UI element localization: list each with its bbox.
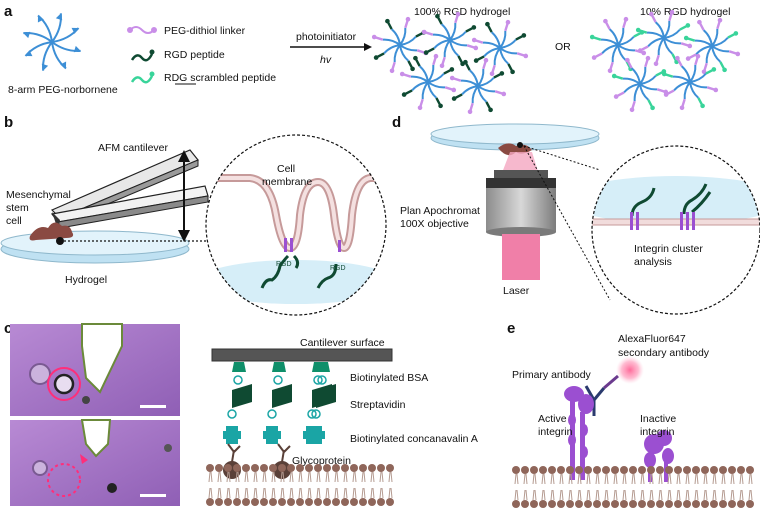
active-integrin-icon bbox=[564, 386, 594, 480]
lipid-bilayer-c bbox=[206, 464, 394, 506]
panel-e: AlexaFluor647 secondary antibody Primary… bbox=[512, 333, 754, 508]
panel-label-c: c bbox=[4, 320, 12, 337]
laser-beam bbox=[502, 234, 540, 280]
integrin-cluster-circle bbox=[591, 145, 760, 315]
objective-label-1: Plan Apochromat bbox=[400, 205, 480, 217]
motion-arrow-down bbox=[178, 230, 190, 242]
streptavidin-label: Streptavidin bbox=[350, 399, 406, 411]
primary-antibody-label: Primary antibody bbox=[512, 369, 592, 381]
inactive-label-2: integrin bbox=[640, 426, 675, 438]
panel-d: Plan Apochromat 100X objective Laser Int… bbox=[400, 123, 760, 315]
fluorophore-glow-icon bbox=[616, 356, 644, 384]
zoom-line-d2 bbox=[523, 145, 611, 301]
rgd-legend-label: RGD peptide bbox=[164, 49, 225, 61]
rgd-legend-icon bbox=[130, 49, 155, 62]
hydrogel-100-title: 100% RGD hydrogel bbox=[414, 6, 510, 18]
panel-c: Cantilever surface Biotinylated BSA Stre… bbox=[10, 323, 478, 506]
bsa-label: Biotinylated BSA bbox=[350, 372, 428, 384]
hydrogel-100-network bbox=[371, 11, 529, 115]
cantilever-surface-label: Cantilever surface bbox=[300, 337, 385, 349]
objective-body bbox=[486, 188, 556, 232]
or-label: OR bbox=[555, 41, 571, 53]
stem-cell-icon bbox=[29, 222, 74, 241]
scale-bar-bottom bbox=[140, 494, 166, 497]
objective-tip bbox=[494, 170, 548, 178]
objective-ring bbox=[486, 178, 556, 188]
linker-legend-label: PEG-dithiol linker bbox=[164, 25, 246, 37]
panel-label-e: e bbox=[507, 320, 515, 337]
hydrogel-10-network bbox=[589, 9, 741, 113]
cluster-label-2: analysis bbox=[634, 256, 672, 268]
panel-label-a: a bbox=[4, 3, 13, 20]
rgd-label-2: RGD bbox=[330, 265, 346, 272]
motion-arrow-up bbox=[178, 150, 190, 162]
panel-label-d: d bbox=[392, 114, 401, 131]
rdg-legend-icon bbox=[130, 71, 155, 84]
active-label-1: Active bbox=[538, 413, 567, 425]
hv-label: hv bbox=[320, 54, 332, 66]
cantilever-surface-bar bbox=[211, 348, 393, 362]
active-label-2: integrin bbox=[538, 426, 573, 438]
panel-label-b: b bbox=[4, 114, 13, 131]
rdg-legend-label: RDG scrambled peptide bbox=[164, 72, 276, 84]
cluster-label-1: Integrin cluster bbox=[634, 243, 703, 255]
micrograph-top bbox=[10, 323, 180, 416]
hydrogel-label: Hydrogel bbox=[65, 274, 107, 286]
lipid-bilayer-e bbox=[512, 466, 754, 508]
glycoprotein-label: Glycoprotein bbox=[292, 455, 351, 467]
membrane-zoom-circle: RGD RGD bbox=[205, 134, 387, 316]
membrane-label-2: membrane bbox=[262, 176, 312, 188]
alexa-label-2: secondary antibody bbox=[618, 347, 710, 359]
panel-a: 8-arm PEG-norbornene PEG-dithiol linker … bbox=[8, 6, 741, 115]
bead-marker bbox=[56, 237, 64, 245]
msc-label-3: cell bbox=[6, 215, 22, 227]
conA-label: Biotinylated concanavalin A bbox=[350, 433, 478, 445]
afm-cantilever-icon bbox=[50, 149, 209, 230]
alexa-label-1: AlexaFluor647 bbox=[618, 333, 686, 345]
laser-label: Laser bbox=[503, 285, 530, 297]
panel-b: Hydrogel AFM cantilever Mesenchymal stem… bbox=[0, 134, 387, 316]
inactive-label-1: Inactive bbox=[640, 413, 676, 425]
dish-top bbox=[430, 123, 600, 145]
rgd-label-1: RGD bbox=[276, 261, 292, 268]
hydrogel-surface bbox=[0, 230, 190, 256]
micrograph-bottom bbox=[10, 419, 180, 506]
peg-norbornene-label: 8-arm PEG-norbornene bbox=[8, 84, 118, 96]
msc-label-2: stem bbox=[6, 202, 29, 214]
peg-norbornene-icon bbox=[23, 13, 81, 71]
reaction-arrowhead bbox=[364, 43, 372, 51]
zoom-line-d1 bbox=[523, 145, 601, 171]
photoinitiator-label: photoinitiator bbox=[296, 31, 357, 43]
objective-label-2: 100X objective bbox=[400, 218, 469, 230]
hydrogel-10-title: 10% RGD hydrogel bbox=[640, 6, 730, 18]
membrane-label-1: Cell bbox=[277, 163, 295, 175]
scale-bar-top bbox=[140, 405, 166, 408]
antibody-icon bbox=[584, 374, 619, 416]
bead-d bbox=[517, 142, 523, 148]
msc-label-1: Mesenchymal bbox=[6, 189, 71, 201]
linker-legend-icon bbox=[127, 26, 157, 34]
afm-cantilever-label: AFM cantilever bbox=[98, 142, 169, 154]
